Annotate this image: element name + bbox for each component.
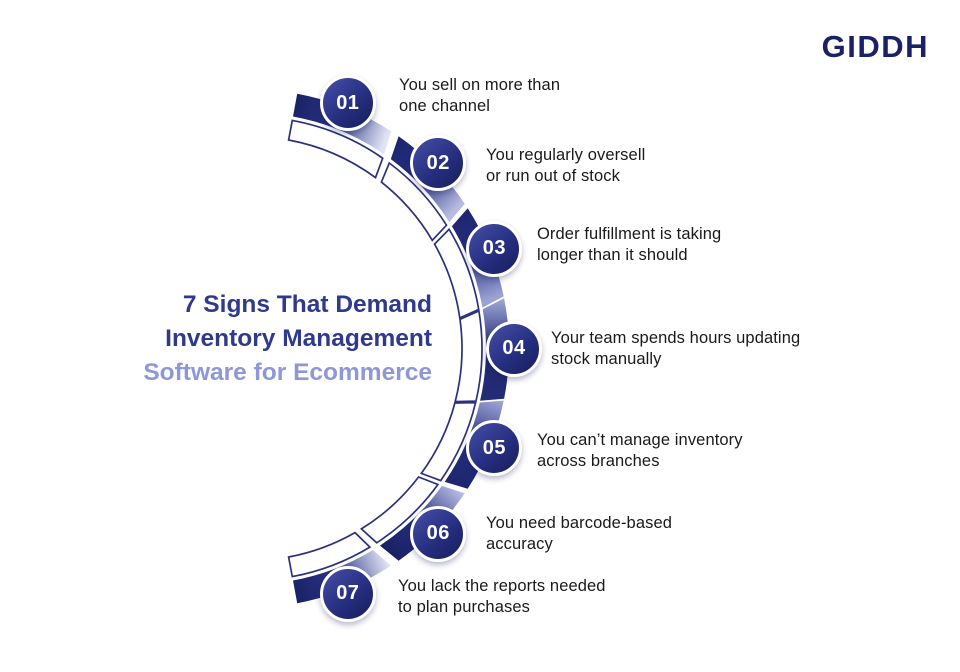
step-label-04: Your team spends hours updating stock ma…: [551, 328, 800, 370]
step-label-05: You can’t manage inventory across branch…: [537, 430, 743, 472]
arc-inner-segment: [454, 309, 483, 403]
step-badge-06: 06: [410, 505, 467, 562]
step-label-07: You lack the reports needed to plan purc…: [398, 576, 606, 618]
arc-inner-segment: [433, 227, 480, 320]
step-label-line: You regularly oversell: [486, 146, 646, 164]
arc-inner-segment: [287, 531, 372, 578]
step-label-line: to plan purchases: [398, 598, 530, 616]
step-label-01: You sell on more than one channel: [399, 75, 560, 117]
step-label-line: You lack the reports needed: [398, 577, 606, 595]
step-label-line: accuracy: [486, 535, 553, 553]
step-label-02: You regularly oversell or run out of sto…: [486, 145, 645, 187]
step-label-line: longer than it should: [537, 246, 688, 264]
step-label-line: You sell on more than: [399, 76, 561, 94]
arc-inner-segment: [419, 401, 477, 482]
title-line-1: 7 Signs That Demand: [182, 291, 432, 318]
step-label-line: or run out of stock: [486, 167, 620, 185]
step-label-line: across branches: [537, 452, 660, 470]
title-line-3: Software for Ecommerce: [143, 359, 432, 386]
step-label-line: Your team spends hours updating: [551, 329, 801, 347]
step-badge-01: 01: [319, 75, 376, 132]
arc-inner-segment: [380, 161, 448, 242]
title-block: 7 Signs That Demand Inventory Management…: [143, 288, 432, 390]
step-badge-07: 07: [319, 565, 376, 622]
step-badge-03: 03: [466, 220, 523, 277]
step-badge-02: 02: [410, 135, 467, 192]
giddh-logo: GIDDH: [821, 29, 929, 64]
step-label-line: You need barcode-based: [486, 514, 672, 532]
step-label-line: stock manually: [551, 350, 662, 368]
step-label-06: You need barcode-based accuracy: [486, 513, 672, 555]
step-label-line: You can’t manage inventory: [537, 431, 743, 449]
step-label-line: one channel: [399, 97, 491, 115]
step-badge-05: 05: [466, 420, 523, 477]
step-label-line: Order fulfillment is taking: [537, 225, 722, 243]
step-label-03: Order fulfillment is taking longer than …: [537, 224, 721, 266]
title-line-2: Inventory Management: [165, 325, 432, 352]
step-badge-04: 04: [486, 320, 542, 377]
arc-inner-segment: [359, 475, 440, 544]
arc-inner-segment: [287, 119, 384, 179]
